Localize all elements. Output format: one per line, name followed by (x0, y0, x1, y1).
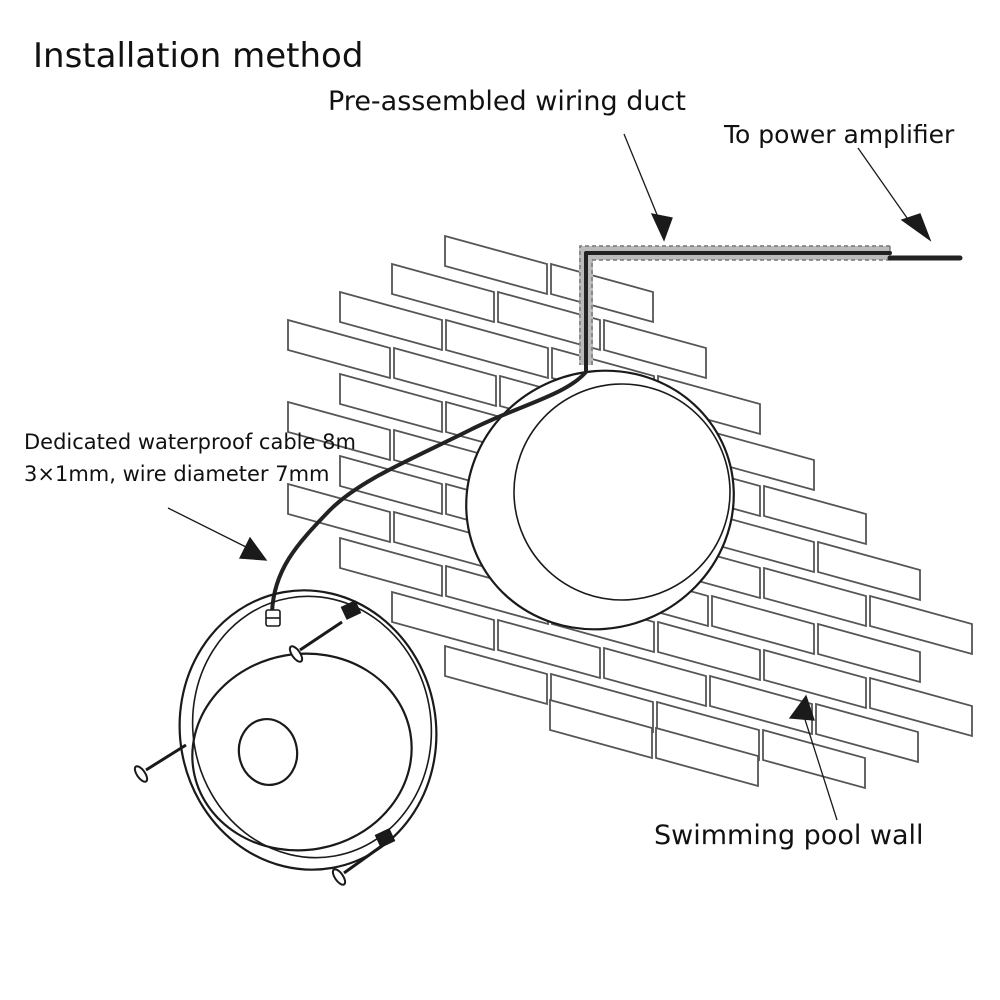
cable-gland (265, 609, 281, 627)
brick (709, 674, 813, 736)
brick (817, 540, 921, 602)
brick (657, 620, 761, 682)
brick (869, 676, 973, 738)
brick (339, 290, 443, 352)
brick (762, 728, 866, 790)
brick (603, 646, 707, 708)
brick (815, 702, 919, 764)
mounted-light (465, 369, 735, 631)
pointer-arrows (167, 133, 932, 821)
light-fixture (178, 589, 438, 871)
brick (869, 594, 973, 656)
brick (711, 594, 815, 656)
brick (339, 372, 443, 434)
brick (549, 698, 653, 760)
brick (763, 484, 867, 546)
power-amplifier-label: To power amplifier (724, 120, 955, 149)
brick (391, 262, 495, 324)
brick (603, 318, 707, 380)
brick (445, 318, 549, 380)
brick (393, 346, 497, 408)
brick (763, 648, 867, 710)
cable-label-line-2: 3×1mm, wire diameter 7mm (24, 462, 330, 486)
brick (550, 672, 654, 734)
brick (655, 726, 759, 788)
brick (817, 622, 921, 684)
brick (444, 234, 548, 296)
brick (497, 618, 601, 680)
brick (339, 536, 443, 598)
brick (763, 566, 867, 628)
brick (391, 590, 495, 652)
brick (497, 290, 601, 352)
cable-label-line-1: Dedicated waterproof cable 8m (24, 430, 356, 454)
brick (550, 262, 654, 324)
brick (339, 454, 443, 516)
brick (287, 318, 391, 380)
pool-wall-label: Swimming pool wall (654, 820, 924, 851)
brick (444, 644, 548, 706)
brick (287, 482, 391, 544)
brick (287, 400, 391, 462)
mounting-screws (133, 620, 384, 886)
brick (656, 700, 760, 762)
diagram-title: Installation method (33, 36, 364, 76)
waterproof-cable (270, 251, 963, 614)
wiring-duct-label: Pre-assembled wiring duct (328, 86, 686, 117)
